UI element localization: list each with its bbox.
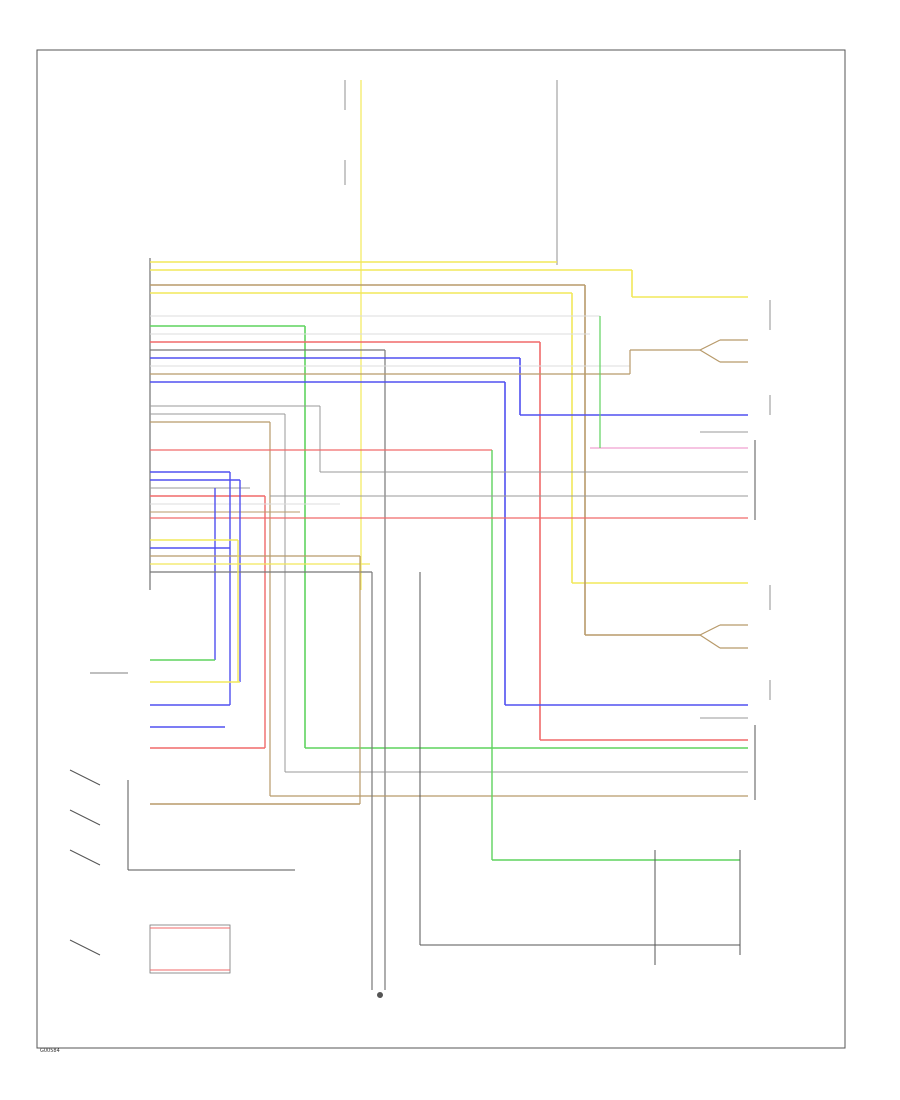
ground-icon bbox=[377, 992, 383, 998]
sensor-lower-branch-a bbox=[699, 624, 721, 636]
switch-icon-2 bbox=[69, 809, 101, 826]
right-sensor-upper bbox=[699, 300, 771, 520]
sensor-lower-branch-b bbox=[699, 634, 721, 649]
wire-bundle-upper bbox=[150, 261, 748, 990]
right-sensor-lower bbox=[699, 585, 771, 800]
diagram-frame bbox=[36, 49, 846, 1049]
ground-point bbox=[377, 992, 383, 998]
sensor-branch-a bbox=[699, 339, 721, 351]
sensor-branch-b bbox=[699, 349, 721, 363]
relay-box bbox=[149, 924, 231, 974]
switch-icons bbox=[69, 672, 128, 956]
switch-icon-1 bbox=[69, 769, 101, 786]
switch-icon-4 bbox=[69, 939, 101, 956]
switch-block-wires bbox=[127, 556, 361, 871]
footer-code: G00584 bbox=[40, 1048, 60, 1054]
wire-bundle-lower bbox=[150, 471, 748, 990]
switch-icon-3 bbox=[69, 849, 101, 866]
